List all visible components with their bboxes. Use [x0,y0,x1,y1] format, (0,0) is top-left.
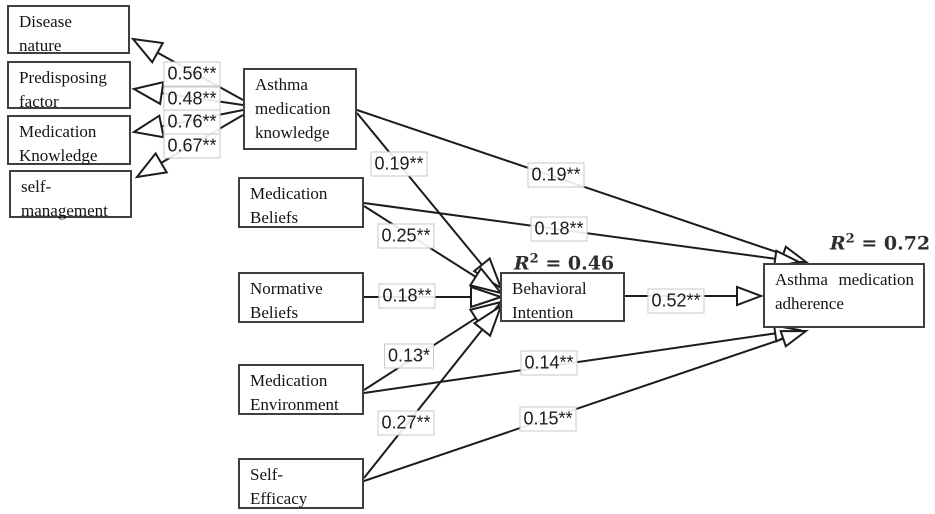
coef-knowledge-disease-nature: 0.56** [163,61,221,87]
coef-knowledge-self-management: 0.67** [163,133,221,159]
node-disease-nature-label: nature [19,36,62,55]
edge-efficacy-to-intention-arrowhead [472,303,503,338]
node-normative-beliefs-label: Normative [250,279,323,298]
r2-asthma-adherence-value: = 0.72 [854,232,931,255]
coef-beliefs-adherence: 0.18** [530,216,588,242]
edge-knowledge-to-intention [356,112,483,266]
coef-intention-adherence: 0.52** [647,288,705,314]
node-self-management-label: self- [21,177,52,196]
coef-knowledge-predisposing: 0.48** [163,86,221,112]
node-medication-environment-label: Medication [250,371,328,390]
coef-knowledge-medication-knowledge: 0.76** [163,109,221,135]
coef-efficacy-intention: 0.27** [377,410,435,436]
node-normative-beliefs-label: Beliefs [250,303,299,322]
coef-efficacy-adherence: 0.15** [519,406,577,432]
node-predisposing-factor: Predisposing factor [7,61,131,111]
r2-behavioral-intention-exponent: 2 [529,251,539,267]
node-self-management: self-management [9,170,132,220]
coef-knowledge-adherence: 0.19** [527,162,585,188]
coef-environment-intention: 0.13* [383,343,435,369]
edge-normative-to-intention-arrowhead [470,285,505,309]
node-asthma-medication-knowledge-label: medication [255,99,331,118]
node-disease-nature: Disease nature [7,5,130,55]
node-medication-environment-label: Environment [250,395,339,414]
coef-normative-intention: 0.18** [378,283,436,309]
node-behavioral-intention-label: Behavioral [512,279,587,298]
r2-behavioral-intention: R2 = 0.46 [514,251,614,274]
edge-knowledge-to-predisposing-factor-arrowhead [131,80,165,106]
edge-efficacy-to-adherence-arrowhead [779,329,809,348]
node-asthma-medication-knowledge-label: Asthma [255,75,308,94]
node-predisposing-factor-label: factor [19,92,59,111]
node-asthma-medication-adherence-label: Asthma medication [775,270,914,289]
node-asthma-medication-adherence: Asthma medication adherence [763,263,925,328]
edge-knowledge-to-self-management-arrowhead [134,151,169,179]
edge-knowledge-to-disease-nature-arrowhead [130,37,165,64]
edge-knowledge-to-medication-knowledge-arrowhead [131,114,165,139]
node-self-efficacy-label: Efficacy [250,489,308,508]
node-medication-knowledge-indicator-label: Medication [19,122,97,141]
node-self-efficacy-label: Self- [250,465,284,484]
node-medication-knowledge-indicator-label: Knowledge [19,146,98,165]
node-asthma-medication-knowledge-label: knowledge [255,123,330,142]
node-predisposing-factor-label: Predisposing [19,68,107,87]
r2-asthma-adherence-variable: R [829,232,846,255]
node-asthma-medication-adherence-label: adherence [775,294,844,313]
node-asthma-medication-knowledge: Asthma medication knowledge [243,68,357,150]
edge-efficacy-to-intention [363,328,484,479]
coef-environment-adherence: 0.14** [520,350,578,376]
edge-beliefs-to-intention-arrowhead [468,266,504,295]
node-behavioral-intention-label: Intention [512,303,574,322]
node-disease-nature-label: Disease [19,12,72,31]
node-medication-beliefs-label: Beliefs [250,208,299,227]
r2-asthma-adherence: R2 = 0.72 [830,231,930,254]
coef-beliefs-intention: 0.25** [377,223,435,249]
node-medication-beliefs-label: Medication [250,184,328,203]
edge-intention-to-adherence-arrowhead [736,285,764,307]
node-self-efficacy: Self- Efficacy [238,458,364,509]
r2-behavioral-intention-value: = 0.46 [538,252,615,275]
r2-asthma-adherence-exponent: 2 [845,231,855,247]
r2-behavioral-intention-variable: R [513,252,530,275]
coef-knowledge-intention: 0.19** [370,151,428,177]
node-self-management-label: management [21,201,108,220]
